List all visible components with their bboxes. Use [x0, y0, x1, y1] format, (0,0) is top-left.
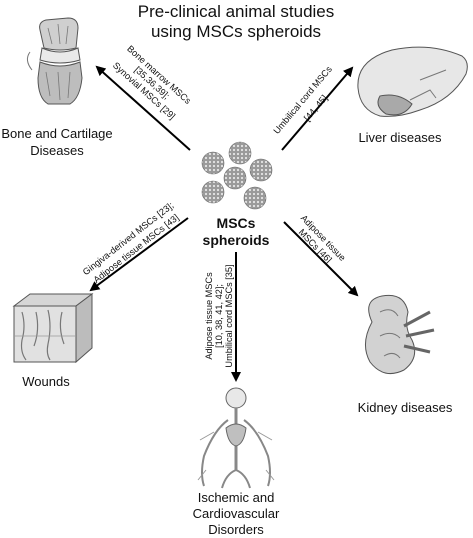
wounds-label-line-1: Wounds — [22, 374, 70, 389]
arrow-to-wounds — [89, 217, 189, 292]
spheroid — [243, 186, 267, 210]
wounds-source-line-2: Adipose tissue MSCs [43] — [92, 212, 181, 285]
title-line-1: Pre-clinical animal studies — [138, 2, 335, 21]
liver-illustration — [357, 46, 468, 117]
cardio-source-line-3: Umbilical cord MSCs [35] — [224, 264, 234, 367]
circulatory-system-illustration — [197, 387, 275, 489]
center-label-line-2: spheroids — [203, 232, 270, 248]
skin-tissue-illustration — [12, 293, 94, 364]
spheroid — [201, 180, 225, 204]
bone-label-line-2: Diseases — [30, 143, 84, 158]
spheroid — [249, 158, 273, 182]
cardio-source-line-1: Adipose tissue MSCs — [204, 272, 214, 360]
center-label-line-1: MSCs — [217, 215, 256, 231]
cardio-source-line-2: [10, 38, 41, 42]; — [214, 284, 224, 348]
cardio-label-line-2: Cardiovascular — [193, 506, 280, 521]
kidney-label-line-1: Kidney diseases — [358, 400, 453, 415]
spheroid — [223, 166, 247, 190]
bone-label-line-1: Bone and Cartilage — [1, 126, 112, 141]
arrow-to-kidney — [283, 221, 359, 297]
spheroid — [228, 141, 252, 165]
cardio-label-line-1: Ischemic and — [198, 490, 275, 505]
liver-label-line-1: Liver diseases — [358, 130, 442, 145]
spheroid — [201, 151, 225, 175]
kidney-illustration — [365, 294, 435, 375]
knee-joint-illustration — [26, 17, 83, 105]
cardio-label-line-3: Disorders — [208, 522, 264, 537]
arrow-to-bone — [95, 65, 191, 151]
title-line-2: using MSCs spheroids — [151, 22, 321, 41]
arrow-to-liver — [281, 66, 354, 151]
spheroid-cluster — [201, 141, 273, 210]
